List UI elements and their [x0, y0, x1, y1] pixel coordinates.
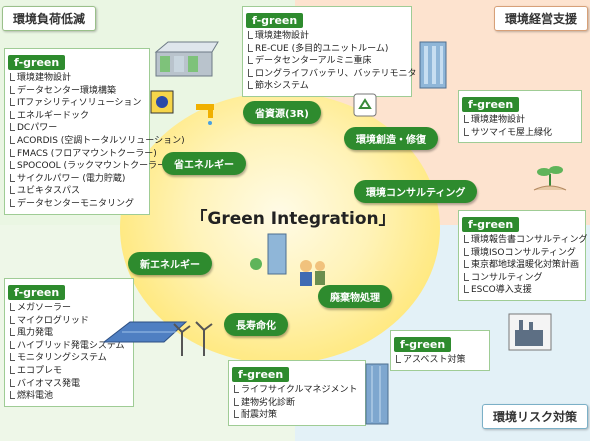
tower-building-icon: [365, 363, 389, 425]
solution-box-right-lower: f-green アスベスト対策: [390, 330, 490, 371]
solution-list: 環境建物設計 データセンター環境構築 ITファシリティソリューション エネルギー…: [9, 72, 185, 211]
solution-box-bottom-center: f-green ライフサイクルマネジメント 建物劣化診断 耐震対策: [228, 360, 366, 426]
solution-box-top-center: f-green 環境建物設計 RE-CUE (多目的ユニットルーム) データセン…: [242, 6, 416, 97]
list-item: 環境建物設計: [247, 30, 407, 43]
solution-list: アスベスト対策: [395, 354, 485, 367]
wind-turbine-icon: [173, 321, 213, 356]
list-item: ユビキタスパス: [9, 185, 145, 198]
f-green-tag: f-green: [8, 55, 66, 70]
workers-with-building-icon: [250, 233, 325, 286]
list-item: 東京都地球温暖化対策計画: [463, 259, 581, 272]
sprout-hand-icon: [533, 166, 567, 191]
list-item: エネルギードック: [9, 110, 145, 123]
solution-list: 環境報告書コンサルティング 環境ISOコンサルティング 東京都地球温暖化対策計画…: [463, 234, 587, 297]
pill-longevity: 長寿命化: [224, 313, 288, 336]
solution-list: 環境建物設計 RE-CUE (多目的ユニットルーム) データセンターアルミニ重床…: [247, 30, 416, 93]
list-item: RE-CUE (多目的ユニットルーム): [247, 43, 407, 56]
list-item: 環境ISOコンサルティング: [463, 247, 581, 260]
list-item: エコプレモ: [9, 365, 129, 378]
list-item: 環境建物設計: [463, 114, 577, 127]
list-item: 建物劣化診断: [233, 397, 361, 410]
list-item: マイクログリッド: [9, 315, 129, 328]
pill-new-energy: 新エネルギー: [128, 252, 212, 275]
pill-resource-saving-3r: 省資源(3R): [243, 101, 321, 124]
solution-list: メガソーラー マイクログリッド 風力発電 ハイブリッド発電システム モニタリング…: [9, 302, 129, 403]
list-item: ITファシリティソリューション: [9, 97, 145, 110]
recycle-bin-icon: [353, 93, 377, 117]
list-item: 耐震対策: [233, 409, 361, 422]
f-green-tag: f-green: [462, 217, 520, 232]
corner-label-environmental-risk-measures: 環境リスク対策: [481, 404, 588, 429]
f-green-tag: f-green: [462, 97, 520, 112]
datacenter-rack-icon: [154, 41, 219, 77]
solar-array-icon: [102, 321, 188, 343]
list-item: SPOCOOL (ラックマウントクーラー): [9, 160, 170, 173]
list-item: コンサルティング: [463, 272, 581, 285]
list-item: 燃料電池: [9, 390, 129, 403]
solution-list: 環境建物設計 サツマイモ屋上緑化: [463, 114, 577, 139]
list-item: 風力発電: [9, 327, 129, 340]
list-item: モニタリングシステム: [9, 352, 129, 365]
list-item: ACORDIS (空調トータルソリューション): [9, 135, 185, 148]
pill-environmental-consulting: 環境コンサルティング: [354, 180, 478, 203]
list-item: ライフサイクルマネジメント: [233, 384, 361, 397]
corner-label-environmental-management-support: 環境経営支援: [493, 6, 588, 31]
list-item: データセンター環境構築: [9, 85, 145, 98]
f-green-tag: f-green: [232, 367, 290, 382]
f-green-tag: f-green: [246, 13, 304, 28]
list-item: アスベスト対策: [395, 354, 485, 367]
list-item: 環境報告書コンサルティング: [463, 234, 587, 247]
solution-box-right-middle: f-green 環境報告書コンサルティング 環境ISOコンサルティング 東京都地…: [458, 210, 587, 301]
pill-environmental-creation: 環境創造・修復: [344, 127, 438, 150]
list-item: ロングライフバッテリ、バッテリモニタ: [247, 68, 416, 81]
f-green-tag: f-green: [8, 285, 66, 300]
list-item: サイクルパワー (電力貯蔵): [9, 173, 145, 186]
list-item: DCパワー: [9, 122, 145, 135]
list-item: ハイブリッド発電システム: [9, 340, 129, 353]
f-green-tag: f-green: [394, 337, 452, 352]
list-item: メガソーラー: [9, 302, 129, 315]
list-item: FMACS (フロアマウントクーラー): [9, 148, 157, 161]
list-item: ESCO導入支援: [463, 284, 581, 297]
office-building-icon: [419, 41, 447, 89]
list-item: データセンターモニタリング: [9, 198, 145, 211]
pill-energy-saving: 省エネルギー: [162, 152, 246, 175]
solution-box-top-left: f-green 環境建物設計 データセンター環境構築 ITファシリティソリューシ…: [4, 48, 185, 215]
corner-label-environmental-load-reduction: 環境負荷低減: [2, 6, 97, 31]
solar-panel-icon: [150, 90, 174, 114]
list-item: 環境建物設計: [9, 72, 145, 85]
solution-box-right-upper: f-green 環境建物設計 サツマイモ屋上緑化: [458, 90, 582, 144]
solution-list: ライフサイクルマネジメント 建物劣化診断 耐震対策: [233, 384, 361, 422]
pill-waste-treatment: 廃棄物処理: [318, 285, 392, 308]
list-item: 節水システム: [247, 80, 407, 93]
list-item: データセンターアルミニ重床: [247, 55, 407, 68]
list-item: サツマイモ屋上緑化: [463, 127, 577, 140]
water-tap-icon: [196, 104, 214, 125]
factory-icon: [508, 313, 552, 351]
list-item: バイオマス発電: [9, 378, 129, 391]
center-title: 「Green Integration」: [190, 209, 396, 229]
